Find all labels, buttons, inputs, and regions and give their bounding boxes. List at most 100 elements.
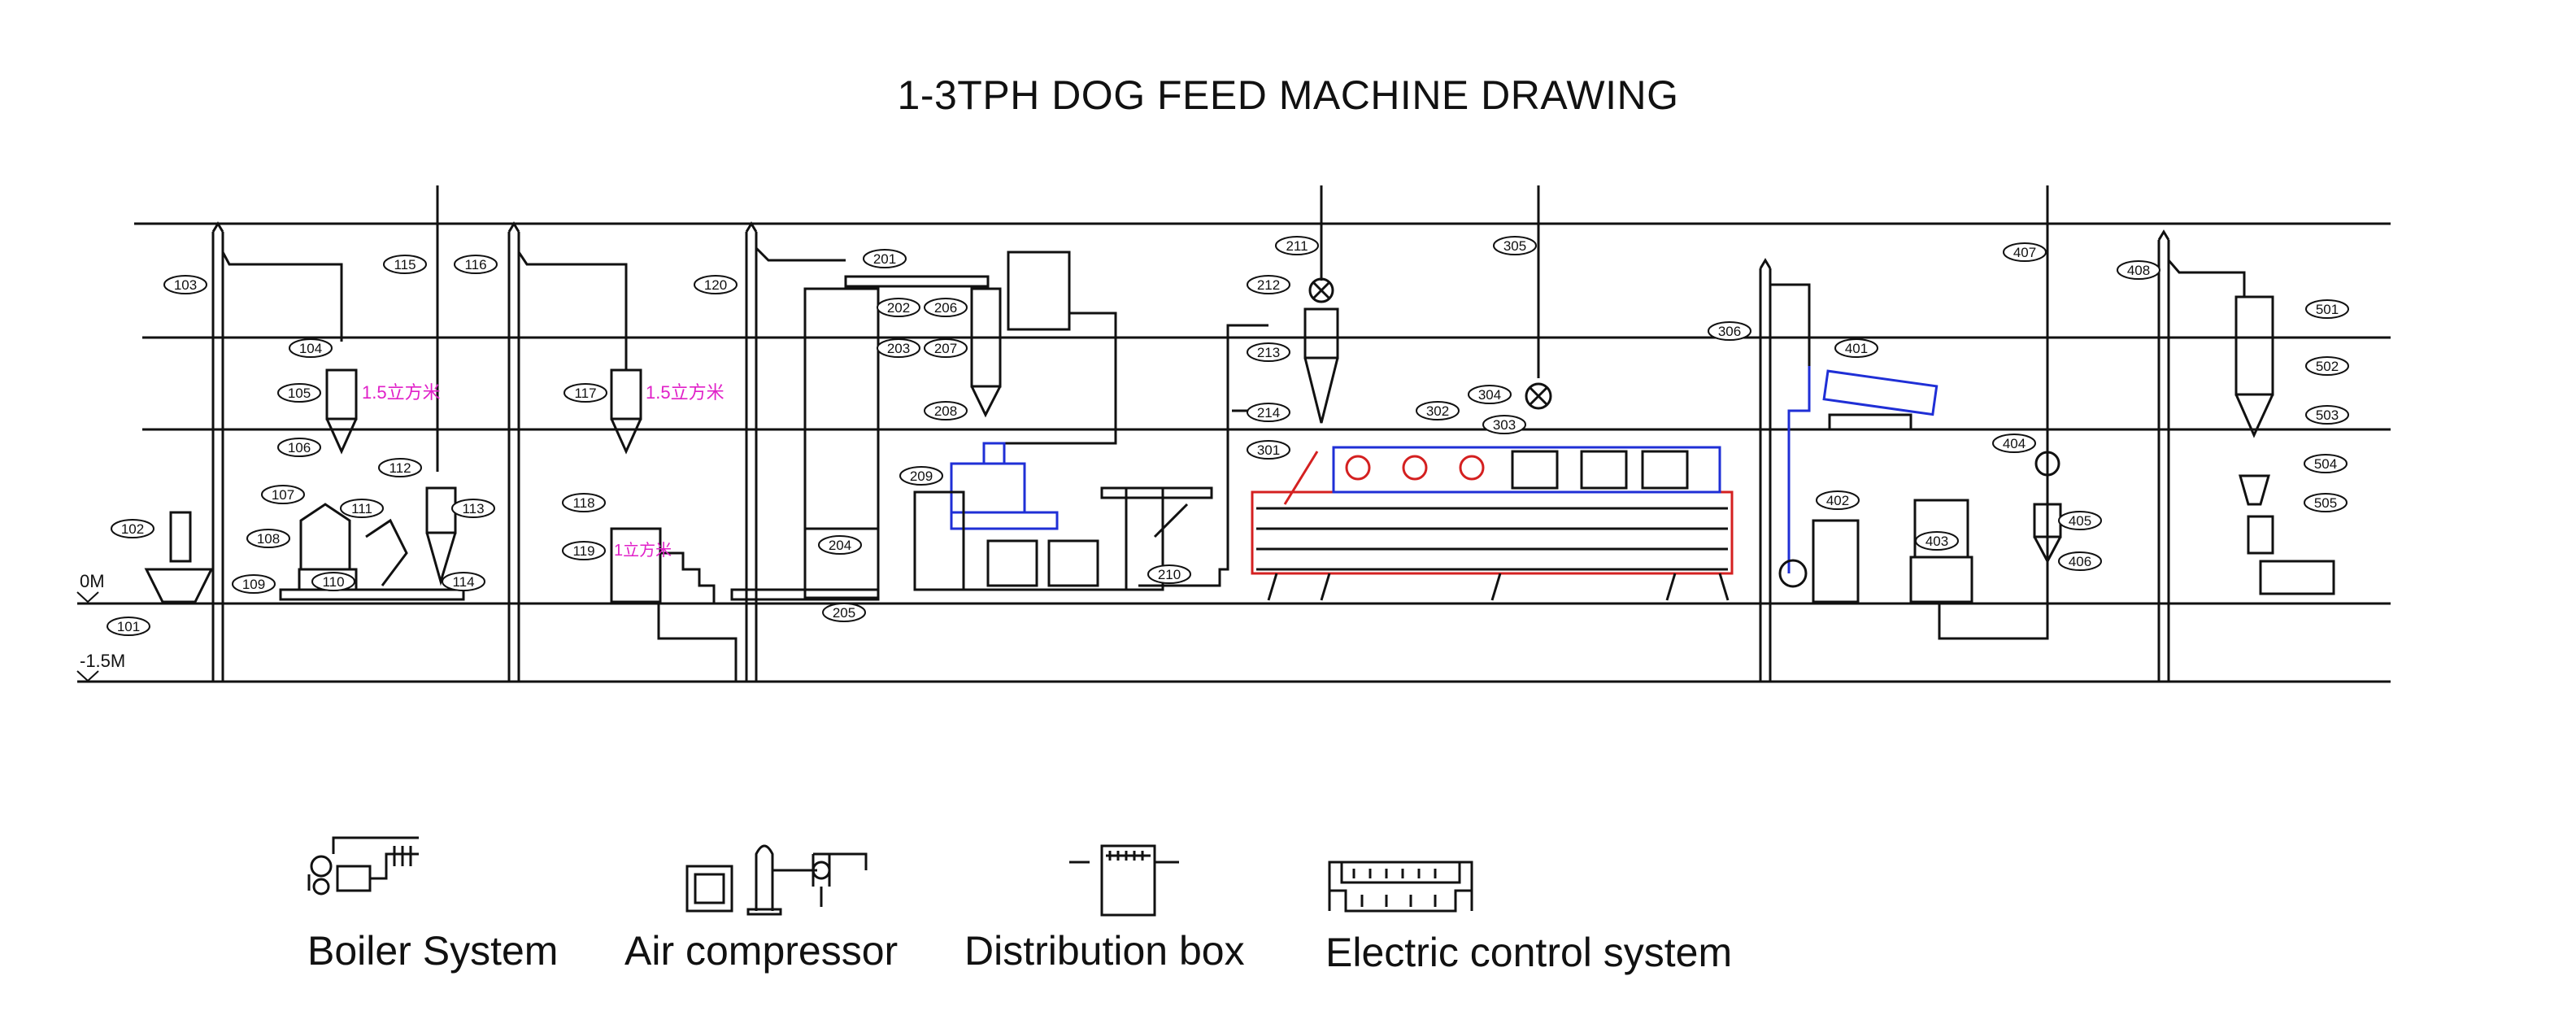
callout-label: 207	[934, 341, 957, 356]
bucket-elevator-1	[211, 221, 343, 682]
callout-label: 112	[389, 460, 411, 476]
callout-214: 214	[1247, 403, 1290, 422]
callout-label: 102	[121, 521, 144, 537]
callout-105: 105	[277, 383, 321, 403]
callout-209: 209	[899, 466, 943, 486]
conveyor-201	[844, 275, 990, 288]
callout-203: 203	[877, 338, 920, 358]
callout-208: 208	[924, 401, 968, 421]
callout-label: 101	[117, 619, 140, 634]
callout-label: 107	[272, 487, 294, 503]
callout-301: 301	[1247, 440, 1290, 460]
platform-205	[730, 588, 880, 601]
callout-label: 117	[574, 386, 596, 401]
packing-machine	[2239, 474, 2335, 595]
callout-403: 403	[1915, 531, 1959, 551]
callout-label: 209	[910, 468, 933, 484]
extruder-base	[913, 490, 965, 591]
drawing-title: 1-3TPH DOG FEED MACHINE DRAWING	[897, 72, 1679, 118]
callout-108: 108	[246, 529, 290, 548]
callout-401: 401	[1834, 338, 1878, 358]
callout-109: 109	[232, 574, 276, 594]
callout-label: 211	[1286, 238, 1308, 254]
callout-label: 114	[452, 574, 474, 590]
callout-503: 503	[2305, 405, 2349, 425]
callout-label: 212	[1257, 277, 1280, 293]
callout-label: 302	[1426, 403, 1449, 419]
callout-label: 116	[464, 257, 486, 272]
callout-label: 105	[288, 386, 311, 401]
callout-207: 207	[924, 338, 968, 358]
cyclone-113	[425, 486, 457, 586]
callout-302: 302	[1416, 401, 1460, 421]
legend-electric-control-system: Electric control system	[1325, 930, 1733, 975]
callout-115: 115	[383, 255, 427, 274]
callout-107: 107	[261, 485, 305, 504]
fan-304	[1525, 382, 1552, 410]
callout-201: 201	[863, 249, 907, 268]
callout-label: 119	[572, 543, 594, 559]
callout-label: 109	[242, 577, 265, 592]
dryer-body	[1251, 446, 1734, 601]
callout-label: 106	[288, 440, 311, 455]
finished-bin-501	[2234, 295, 2274, 438]
callout-303: 303	[1482, 415, 1526, 434]
callout-label: 213	[1257, 345, 1280, 360]
callout-102: 102	[111, 519, 154, 538]
cyclone-213	[1303, 277, 1339, 424]
callout-label: 503	[2316, 407, 2339, 423]
callout-213: 213	[1247, 342, 1290, 362]
callout-103: 103	[163, 275, 207, 294]
callout-label: 406	[2069, 554, 2091, 569]
callout-label: 407	[2013, 245, 2036, 260]
bucket-elevator-4	[1759, 258, 1811, 682]
callout-211: 211	[1275, 236, 1319, 255]
bucket-elevator-2	[507, 221, 628, 682]
callout-110: 110	[311, 572, 355, 591]
callout-305: 305	[1493, 236, 1537, 255]
callout-label: 501	[2316, 302, 2339, 317]
callout-210: 210	[1147, 564, 1191, 584]
callout-label: 214	[1257, 405, 1280, 421]
machine-layout-drawing: 0M -1.5M 1.5立方米 1.5立方米 1立方米 101102103104…	[76, 185, 2391, 683]
extruder-209	[950, 442, 1059, 530]
callout-118: 118	[562, 493, 606, 512]
level-markers	[76, 591, 99, 682]
callout-404: 404	[1992, 434, 2036, 453]
callout-label: 402	[1826, 493, 1849, 508]
callout-113: 113	[451, 499, 495, 518]
callout-label: 206	[934, 300, 957, 316]
callout-label: 408	[2127, 263, 2150, 278]
callout-label: 103	[174, 277, 197, 293]
callout-label: 203	[887, 341, 910, 356]
callout-501: 501	[2305, 299, 2349, 319]
coater-401	[1787, 366, 1939, 573]
callout-label: 301	[1257, 442, 1280, 458]
callout-label: 111	[351, 501, 372, 516]
callout-116: 116	[454, 255, 498, 274]
callout-label: 403	[1925, 534, 1948, 549]
platform-1	[279, 588, 465, 601]
bucket-elevator-5	[2157, 229, 2246, 682]
callout-202: 202	[877, 298, 920, 317]
callout-label: 404	[2003, 436, 2026, 451]
callout-504: 504	[2304, 454, 2348, 473]
callout-label: 505	[2314, 495, 2337, 511]
bucket-elevator-3	[745, 221, 846, 682]
callout-label: 113	[462, 501, 484, 516]
callout-304: 304	[1468, 385, 1512, 404]
callout-405: 405	[2058, 511, 2102, 530]
callout-label: 502	[2316, 359, 2339, 374]
legend-distribution-box: Distribution box	[964, 928, 1245, 974]
callout-label: 401	[1845, 341, 1868, 356]
callout-label: 120	[704, 277, 727, 293]
callout-label: 108	[257, 531, 280, 547]
callout-204: 204	[818, 535, 862, 555]
air-compressor-icon	[685, 844, 868, 916]
conditioner-208	[970, 287, 1002, 418]
callout-205: 205	[822, 603, 866, 622]
raw-material-hopper	[144, 511, 214, 604]
callout-label: 210	[1158, 567, 1181, 582]
callout-106: 106	[277, 438, 321, 457]
bin-206	[1007, 251, 1071, 331]
